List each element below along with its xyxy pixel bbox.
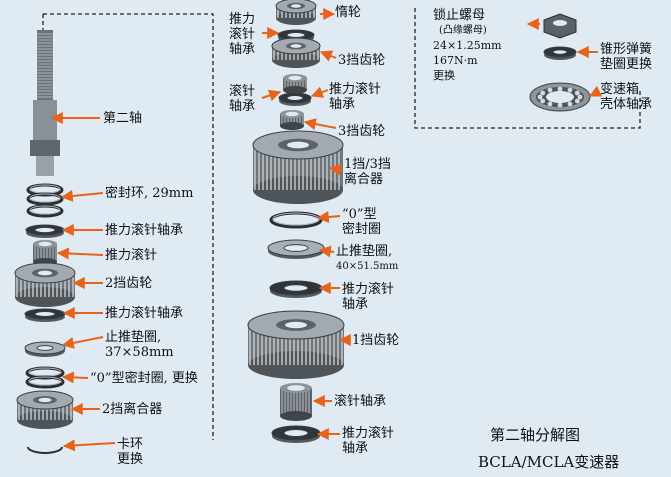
label-case-bearing: 变速箱壳体轴承 bbox=[600, 82, 653, 112]
arrow-o-ring-replace bbox=[61, 371, 89, 384]
arrow-thrust-bearing-b bbox=[310, 86, 329, 98]
clutch-2-part bbox=[16, 390, 74, 429]
label-second-gear: 2挡齿轮 bbox=[105, 276, 153, 291]
label-idler: 惰轮 bbox=[335, 5, 362, 20]
seal-ring-part-2 bbox=[26, 192, 64, 206]
label-thrust-needle: 推力滚针 bbox=[105, 248, 158, 263]
thrust-bearing-part-e bbox=[25, 224, 65, 238]
clutch-13-part bbox=[252, 130, 344, 204]
label-seal-ring-29: 密封环, 29mm bbox=[105, 186, 194, 201]
arrow-needle-bearing-a bbox=[261, 89, 282, 102]
diagram-subtitle: BCLA/MCLA变速器 bbox=[478, 453, 620, 471]
third-gear-part-b bbox=[280, 110, 304, 130]
third-gear-part-a bbox=[271, 37, 321, 68]
label-lock-nut: 锁止螺母 (凸缘螺母) 24×1.25mm 167N·m 更换 bbox=[433, 8, 502, 82]
arrow-seal-ring bbox=[60, 189, 104, 202]
arrow-third-gear-b bbox=[303, 118, 337, 130]
thrust-washer-37-part bbox=[24, 341, 66, 357]
label-thrust-bearing-f: 推力滚针轴承 bbox=[105, 306, 184, 321]
snap-ring-part bbox=[27, 446, 63, 454]
thrust-bearing-part-c bbox=[269, 280, 323, 298]
thrust-washer-40-part bbox=[267, 239, 325, 259]
label-thrust-bearing-e: 推力滚针轴承 bbox=[105, 223, 184, 238]
label-o-ring-seal: “0”型密封圈 bbox=[342, 207, 382, 237]
thrust-bearing-part-f bbox=[24, 308, 66, 322]
label-clutch-2: 2挡离合器 bbox=[102, 402, 163, 417]
label-thrust-bearing-c: 推力滚针轴承 bbox=[342, 282, 395, 312]
label-needle-bearing-a: 滚针轴承 bbox=[229, 84, 256, 114]
label-third-gear-b: 3挡齿轮 bbox=[338, 124, 386, 139]
needle-bearing-part-a bbox=[283, 74, 307, 94]
thrust-needle-part bbox=[33, 240, 57, 266]
dashed-guides bbox=[42, 8, 641, 440]
case-bearing-part bbox=[529, 82, 591, 112]
label-thrust-washer-40: 止推垫圈,40×51.5mm bbox=[336, 244, 399, 272]
first-gear-part bbox=[247, 310, 345, 379]
o-ring-part-2 bbox=[25, 375, 65, 389]
second-gear-part bbox=[14, 262, 76, 307]
label-third-gear-a: 3挡齿轮 bbox=[338, 53, 386, 68]
label-needle-bearing-b: 滚针轴承 bbox=[334, 394, 387, 409]
label-first-gear: 1挡齿轮 bbox=[352, 333, 400, 348]
label-thrust-washer-37: 止推垫圈,37×58mm bbox=[105, 330, 174, 360]
arrow-clutch-13 bbox=[328, 163, 343, 176]
arrow-thrust-needle bbox=[56, 247, 104, 260]
label-clutch-13: 1挡/3挡离合器 bbox=[344, 157, 391, 187]
arrow-case-bearing bbox=[588, 85, 603, 97]
thrust-bearing-part-d bbox=[271, 425, 321, 443]
lock-nut-part bbox=[543, 13, 577, 39]
label-second-shaft: 第二轴 bbox=[103, 111, 143, 126]
disc-spring-part bbox=[543, 46, 577, 60]
o-ring-seal-part bbox=[269, 211, 323, 229]
needle-bearing-part-b bbox=[280, 383, 312, 421]
label-thrust-bearing-a: 推力滚针轴承 bbox=[229, 12, 256, 57]
diagram-title: 第二轴分解图 bbox=[490, 426, 581, 444]
arrow-o-ring-seal bbox=[316, 211, 341, 223]
arrow-thrust-washer-40 bbox=[318, 245, 335, 258]
label-o-ring-replace: “0”型密封圈, 更换 bbox=[90, 371, 198, 386]
thrust-bearing-part-b bbox=[278, 92, 312, 106]
arrow-thrust-washer-37 bbox=[61, 336, 104, 349]
second-shaft-part bbox=[30, 30, 60, 176]
arrow-third-gear-a bbox=[319, 50, 337, 62]
label-thrust-bearing-b: 推力滚针轴承 bbox=[329, 82, 382, 112]
idler-gear-part bbox=[275, 0, 317, 25]
label-disc-spring: 锥形弹簧垫圈更换 bbox=[600, 42, 653, 72]
label-snap-ring: 卡环更换 bbox=[117, 437, 144, 467]
label-thrust-bearing-d: 推力滚针轴承 bbox=[342, 426, 395, 456]
seal-ring-part-3 bbox=[26, 204, 64, 218]
leader-arrows bbox=[50, 8, 603, 452]
arrow-snap-ring bbox=[62, 439, 116, 452]
